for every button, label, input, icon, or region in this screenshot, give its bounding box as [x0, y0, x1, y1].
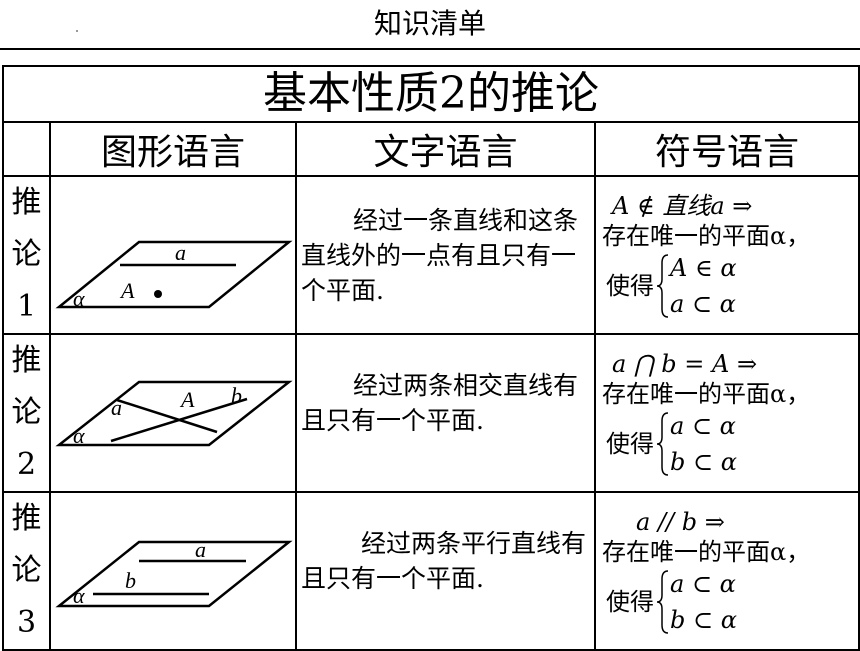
figure-cell: a A α [49, 175, 297, 335]
line-b-label: b [231, 383, 242, 408]
description-cell: 经过两条平行直线有且只有一个平面. [295, 491, 596, 651]
symbol-cell: a ⋂ b = A ⇒ 存在唯一的平面α， 使得 a ⊂ α b ⊂ α [594, 333, 860, 493]
symbol-cell: a // b ⇒ 存在唯一的平面α， 使得 a ⊂ α b ⊂ α [594, 491, 860, 651]
plane-label: α [73, 583, 85, 608]
table-row: 推 论 2 a b A α 经过两条相交直线有且只有一个平面. a ⋂ b = … [2, 333, 860, 493]
table-row: 推 论 3 a b α 经过两条平行直线有且只有一个平面. a // b ⇒ 存… [2, 491, 860, 651]
title-row: 基本性质2的推论 [2, 65, 860, 123]
point-label: A [119, 278, 135, 303]
line-a-label: a [195, 537, 206, 562]
row-label: 推 论 2 [2, 333, 51, 493]
plane-parallel-lines-figure: a b α [55, 537, 293, 608]
col-head-figure: 图形语言 [49, 121, 297, 177]
corollary-table: 基本性质2的推论 图形语言 文字语言 符号语言 推 论 1 a A α 经过一条… [2, 65, 860, 651]
row-label: 推 论 1 [2, 175, 51, 335]
plane-label: α [73, 423, 85, 448]
description-cell: 经过一条直线和这条直线外的一点有且只有一个平面. [295, 175, 596, 335]
corner-cell [2, 121, 51, 177]
header-divider [0, 48, 860, 50]
point-label: A [179, 387, 195, 412]
figure-cell: a b α [49, 491, 297, 651]
brace-icon [656, 254, 669, 318]
point-dot [154, 289, 162, 298]
plane-label: α [73, 286, 85, 311]
plane-line-point-figure: a A α [55, 240, 293, 311]
brace-icon [656, 412, 669, 476]
dot-mark [76, 30, 78, 32]
line-a-label: a [111, 395, 122, 420]
table-row: 推 论 1 a A α 经过一条直线和这条直线外的一点有且只有一个平面. A ∉… [2, 175, 860, 335]
brace-icon [656, 570, 669, 634]
row-label: 推 论 3 [2, 491, 51, 651]
col-head-symbol: 符号语言 [594, 121, 860, 177]
line-b-label: b [125, 568, 136, 593]
header-title: 知识清单 [373, 7, 486, 40]
table-title: 基本性质2的推论 [2, 65, 860, 123]
description-cell: 经过两条相交直线有且只有一个平面. [295, 333, 596, 493]
symbol-cell: A ∉ 直线a ⇒ 存在唯一的平面α， 使得 A ∈ α a ⊂ α [594, 175, 860, 335]
plane-intersecting-lines-figure: a b A α [55, 380, 293, 448]
header: 知识清单 [0, 0, 860, 50]
header-row: 图形语言 文字语言 符号语言 [2, 121, 860, 177]
figure-cell: a b A α [49, 333, 297, 493]
col-head-text: 文字语言 [295, 121, 596, 177]
line-label: a [175, 240, 186, 265]
